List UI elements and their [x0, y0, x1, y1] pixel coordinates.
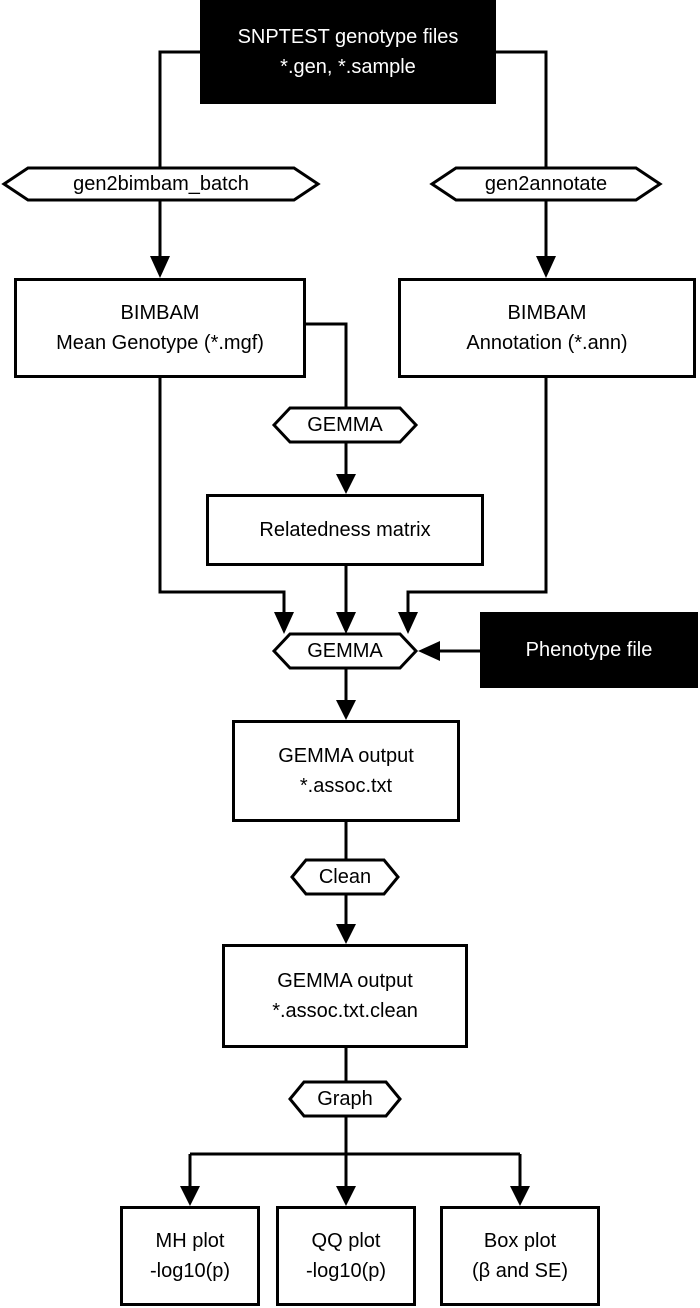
mh-plot-line2: -log10(p) — [149, 1260, 231, 1282]
qq-plot-line2: -log10(p) — [305, 1260, 387, 1282]
bimbam-mean-genotype: BIMBAM Mean Genotype (*.mgf) — [14, 278, 306, 378]
bimbam-annotation: BIMBAM Annotation (*.ann) — [398, 278, 696, 378]
gemma-output: GEMMA output *.assoc.txt — [232, 720, 460, 822]
connector-annotation-assoc — [406, 378, 548, 612]
arrowhead-mgf — [150, 256, 170, 278]
arrowhead-qq — [336, 1186, 356, 1206]
snptest-extensions: *.gen, *.sample — [280, 56, 416, 78]
gemma-output-clean-line1: GEMMA output — [277, 970, 413, 992]
gemma-assoc-label: GEMMA — [307, 639, 383, 662]
snptest-title: SNPTEST genotype files — [237, 26, 459, 48]
connector-mgf-assoc — [158, 378, 286, 612]
ann-line1: BIMBAM — [507, 302, 587, 324]
mh-plot-line1: MH plot — [155, 1230, 225, 1252]
snptest-genotype-files: SNPTEST genotype files *.gen, *.sample — [200, 0, 496, 104]
gemma-relatedness-label: GEMMA — [307, 413, 383, 436]
hexagon-gen2bimbam-batch — [1, 166, 321, 202]
arrowhead-output — [336, 700, 356, 720]
hexagon-clean — [290, 858, 400, 896]
mh-plot: MH plot -log10(p) — [120, 1206, 260, 1306]
mgf-line1: BIMBAM — [120, 302, 200, 324]
connector-mgf-gemma — [304, 322, 348, 408]
hexagon-gemma-assoc — [271, 632, 419, 670]
mgf-line2: Mean Genotype (*.mgf) — [56, 332, 264, 354]
phenotype-file: Phenotype file — [480, 612, 698, 688]
arrowhead-assoc-middle — [336, 612, 356, 634]
box-plot: Box plot (β and SE) — [440, 1206, 600, 1306]
arrowhead-phenotype — [418, 641, 440, 661]
connector-graph-split — [188, 1116, 522, 1186]
hexagon-gen2annotate — [429, 166, 663, 202]
arrowhead-assoc-right — [398, 612, 418, 634]
arrowhead-relatedness — [336, 474, 356, 494]
clean-label: Clean — [318, 865, 372, 888]
arrowhead-ann — [536, 256, 556, 278]
gen2annotate-label: gen2annotate — [484, 172, 608, 195]
connector-snptest-gen2bimbam — [158, 50, 200, 168]
qq-plot: QQ plot -log10(p) — [276, 1206, 416, 1306]
arrowhead-assoc-left — [274, 612, 294, 634]
gemma-output-clean: GEMMA output *.assoc.txt.clean — [222, 944, 468, 1048]
ann-line2: Annotation (*.ann) — [466, 332, 628, 354]
gemma-output-line1: GEMMA output — [278, 745, 414, 767]
arrowhead-box — [510, 1186, 530, 1206]
gemma-output-line2: *.assoc.txt — [299, 775, 393, 797]
hexagon-gemma-relatedness — [271, 406, 419, 444]
connector-snptest-gen2annotate — [496, 50, 548, 168]
qq-plot-line1: QQ plot — [311, 1230, 381, 1252]
gemma-output-clean-line2: *.assoc.txt.clean — [272, 1000, 418, 1022]
gen2bimbam-batch-label: gen2bimbam_batch — [73, 172, 249, 195]
relatedness-label: Relatedness matrix — [259, 519, 431, 541]
hexagon-graph — [288, 1080, 402, 1118]
relatedness-matrix: Relatedness matrix — [206, 494, 484, 566]
graph-label: Graph — [317, 1087, 373, 1110]
phenotype-label: Phenotype file — [525, 639, 653, 661]
arrowhead-output-clean — [336, 924, 356, 944]
arrowhead-mh — [180, 1186, 200, 1206]
box-plot-line1: Box plot — [483, 1230, 557, 1252]
box-plot-line2: (β and SE) — [472, 1260, 568, 1282]
